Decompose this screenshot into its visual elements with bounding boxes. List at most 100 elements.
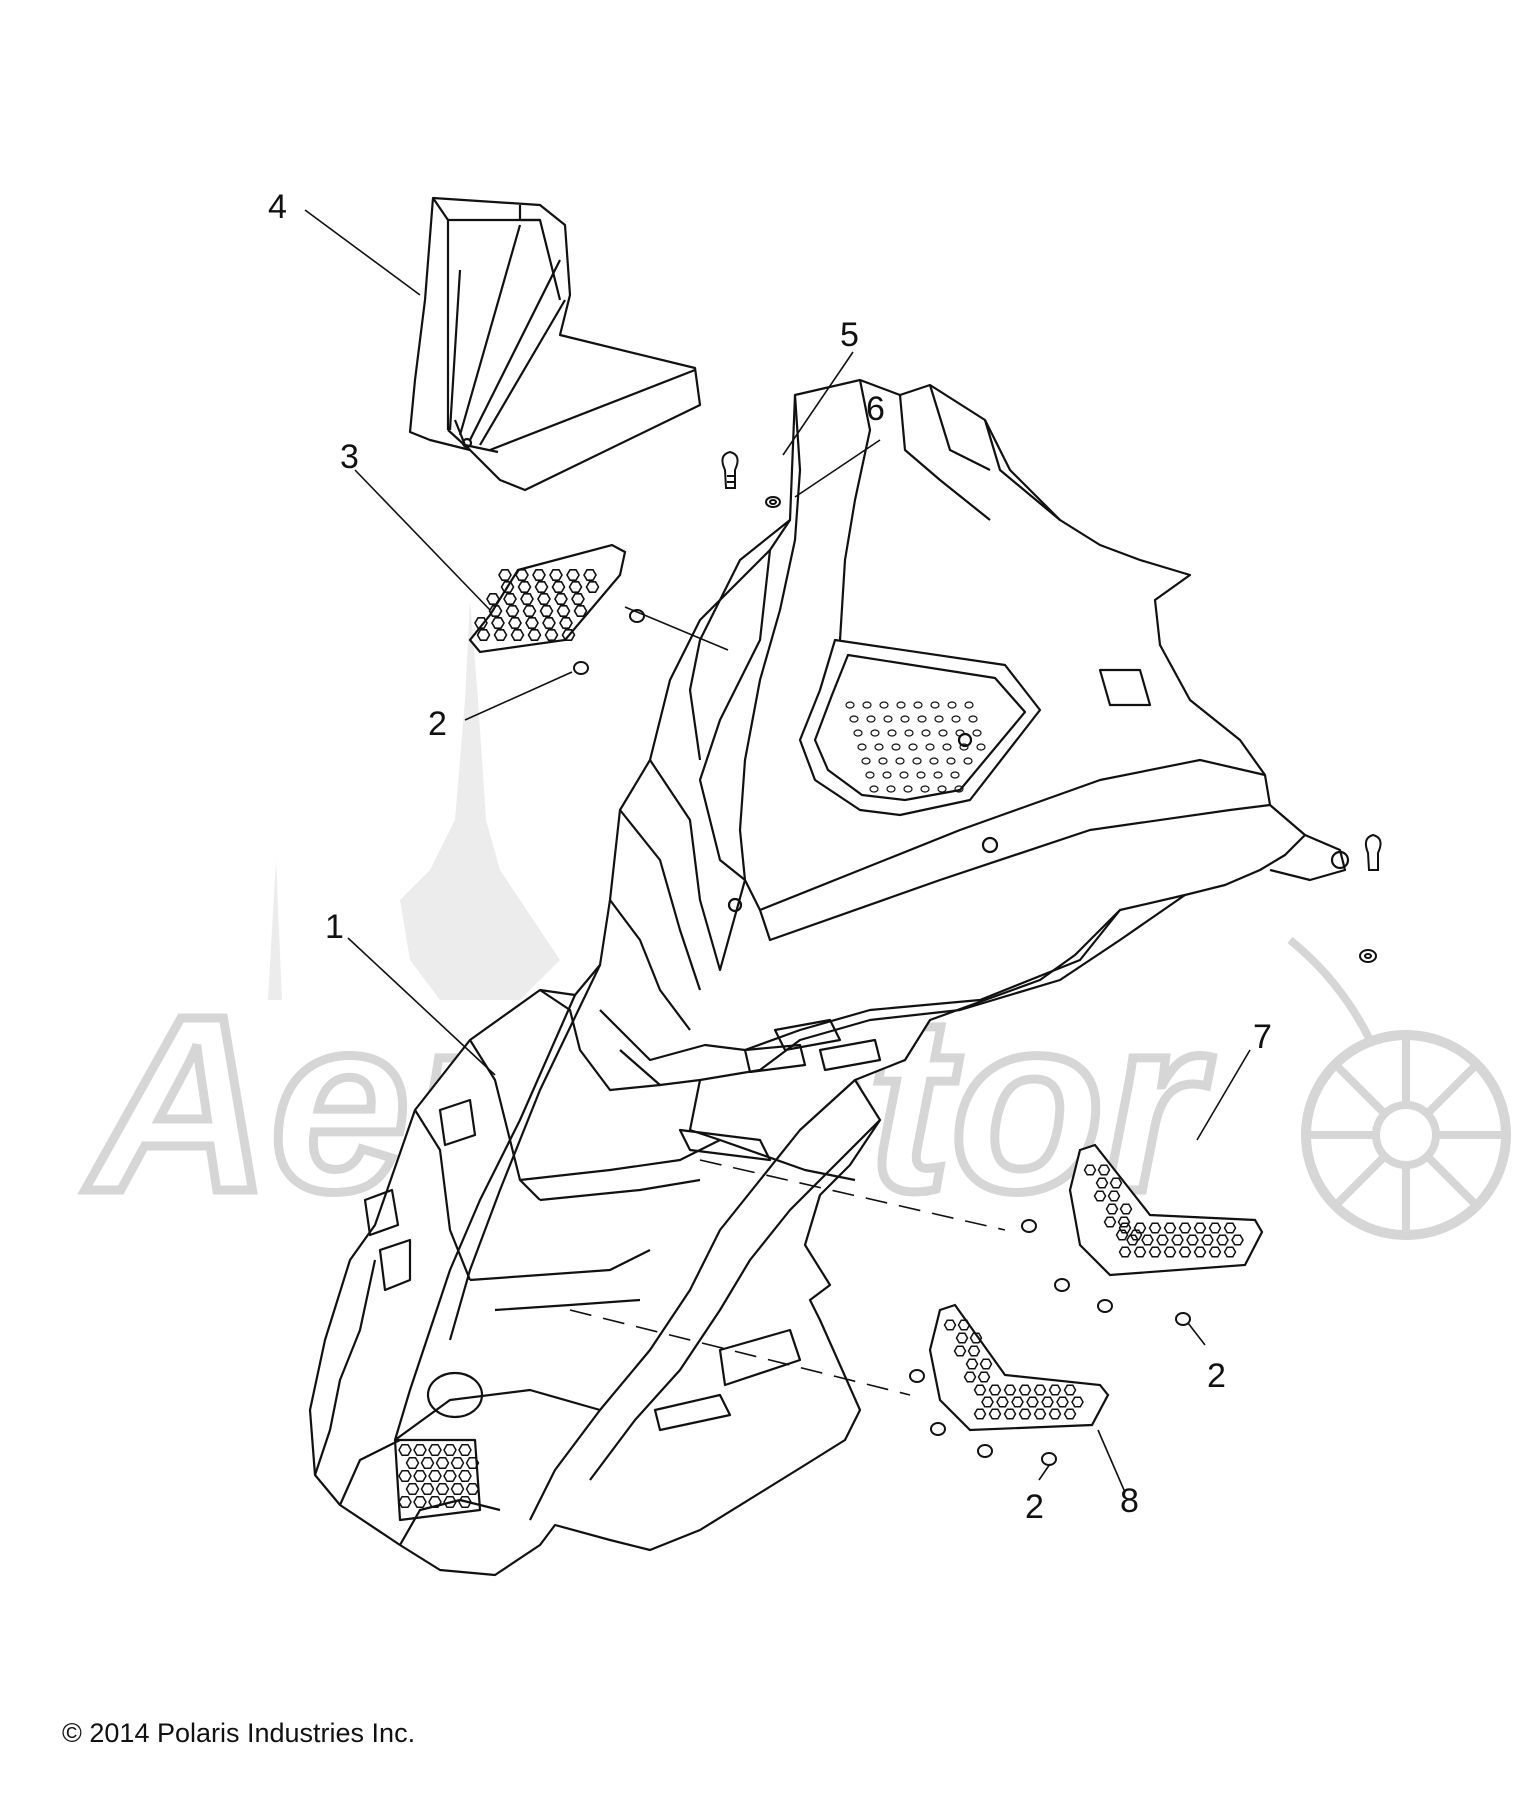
grille-cell bbox=[474, 617, 488, 629]
perforation-hole bbox=[866, 715, 876, 723]
grille-cell bbox=[515, 569, 529, 581]
grille-cell bbox=[405, 1483, 420, 1495]
grille-cell bbox=[1018, 1384, 1032, 1396]
perforation-hole bbox=[920, 785, 930, 793]
grille-cell bbox=[1208, 1222, 1222, 1234]
grille-cell bbox=[458, 1470, 472, 1482]
grille-cell bbox=[969, 1332, 983, 1344]
grille-cell bbox=[1063, 1384, 1077, 1396]
grille-cell bbox=[398, 1496, 412, 1508]
perforation-hole bbox=[865, 771, 875, 779]
callout-3: 3 bbox=[340, 438, 359, 476]
grille-cell bbox=[413, 1470, 427, 1482]
grille-cell bbox=[1148, 1222, 1162, 1234]
copyright-notice: © 2014 Polaris Industries Inc. bbox=[62, 1718, 416, 1748]
callout-8: 8 bbox=[1120, 1482, 1139, 1520]
grille-cell bbox=[1033, 1384, 1047, 1396]
callout-6: 6 bbox=[866, 390, 885, 428]
grille-cell bbox=[1119, 1203, 1133, 1215]
callout-5: 5 bbox=[840, 316, 859, 354]
grille-cell bbox=[1048, 1408, 1062, 1420]
grille-cell bbox=[1097, 1164, 1111, 1176]
perforation-hole bbox=[947, 701, 957, 709]
grille-cell bbox=[973, 1408, 987, 1420]
grille-cell bbox=[450, 1483, 465, 1495]
perforation-hole bbox=[883, 715, 893, 723]
perforation-hole bbox=[874, 743, 884, 751]
grille-cell bbox=[1133, 1246, 1147, 1258]
callout-4: 4 bbox=[268, 188, 287, 226]
grille-cell bbox=[988, 1408, 1002, 1420]
intake-perforation bbox=[845, 701, 986, 793]
perforation-hole bbox=[959, 743, 969, 751]
perforation-hole bbox=[951, 715, 961, 723]
grille-cell bbox=[428, 1470, 442, 1482]
grille-cell bbox=[428, 1496, 442, 1508]
perforation-hole bbox=[891, 743, 901, 751]
perforation-hole bbox=[849, 715, 859, 723]
grille-cell bbox=[443, 1444, 457, 1456]
perforation-hole bbox=[878, 757, 888, 765]
perforation-hole bbox=[862, 701, 872, 709]
grille-cell bbox=[1117, 1216, 1131, 1228]
grille-cell bbox=[1103, 1216, 1117, 1228]
grille-cell bbox=[522, 605, 537, 617]
callouts: 4 5 6 3 2 1 7 2 2 8 bbox=[268, 188, 1272, 1526]
grille-cell bbox=[1163, 1222, 1177, 1234]
grille-cell bbox=[420, 1483, 435, 1495]
callout-2-bottom: 2 bbox=[1025, 1488, 1044, 1526]
grille-cell bbox=[1193, 1246, 1207, 1258]
perforation-hole bbox=[938, 729, 948, 737]
perforation-hole bbox=[968, 715, 978, 723]
grille-cell bbox=[957, 1319, 971, 1331]
grille-cell bbox=[458, 1444, 472, 1456]
grille-cell bbox=[398, 1444, 412, 1456]
lower-vent-part bbox=[928, 1303, 1110, 1432]
grille-cell bbox=[556, 605, 571, 617]
grille-cell bbox=[443, 1496, 457, 1508]
grille-cell bbox=[585, 581, 600, 593]
grille-cell bbox=[1093, 1190, 1107, 1202]
grille-cell bbox=[398, 1470, 412, 1482]
grille-cell bbox=[554, 593, 568, 605]
perforation-hole bbox=[845, 701, 855, 709]
perforation-hole bbox=[942, 743, 952, 751]
grille-cell bbox=[1231, 1234, 1244, 1246]
grille-cell bbox=[520, 593, 534, 605]
grille-cell bbox=[458, 1496, 472, 1508]
perforation-hole bbox=[954, 785, 964, 793]
grille-cell bbox=[1003, 1384, 1017, 1396]
grille-cell bbox=[571, 593, 585, 605]
grille-cell bbox=[465, 1483, 480, 1495]
perforation-hole bbox=[964, 701, 974, 709]
grille-cell bbox=[413, 1444, 427, 1456]
grille-cell bbox=[1109, 1177, 1123, 1189]
grille-cell bbox=[1193, 1222, 1207, 1234]
grille-cell bbox=[488, 605, 503, 617]
grille-cell bbox=[476, 629, 491, 641]
perforation-hole bbox=[950, 771, 960, 779]
perforation-hole bbox=[913, 701, 923, 709]
perforation-hole bbox=[916, 771, 926, 779]
grille-cell bbox=[435, 1483, 450, 1495]
grille-cell bbox=[1063, 1408, 1077, 1420]
grille-cell bbox=[965, 1358, 979, 1370]
perforation-hole bbox=[887, 729, 897, 737]
grille-cell bbox=[405, 1457, 420, 1469]
grille-cell bbox=[1118, 1222, 1132, 1234]
grille-cell bbox=[1201, 1234, 1214, 1246]
perforation-hole bbox=[955, 729, 965, 737]
grille-cell bbox=[583, 569, 597, 581]
grille-cell bbox=[544, 629, 559, 641]
grille-cell bbox=[491, 617, 505, 629]
perforation-hole bbox=[921, 729, 931, 737]
grille-cell bbox=[1171, 1234, 1184, 1246]
grille-cell bbox=[1107, 1190, 1121, 1202]
grille-cell bbox=[428, 1444, 442, 1456]
perforation-hole bbox=[972, 729, 982, 737]
grille-cell bbox=[500, 581, 515, 593]
perforation-hole bbox=[857, 743, 867, 751]
grille-cell bbox=[979, 1358, 993, 1370]
grille-cell bbox=[953, 1345, 967, 1357]
grille-cell bbox=[1018, 1408, 1032, 1420]
